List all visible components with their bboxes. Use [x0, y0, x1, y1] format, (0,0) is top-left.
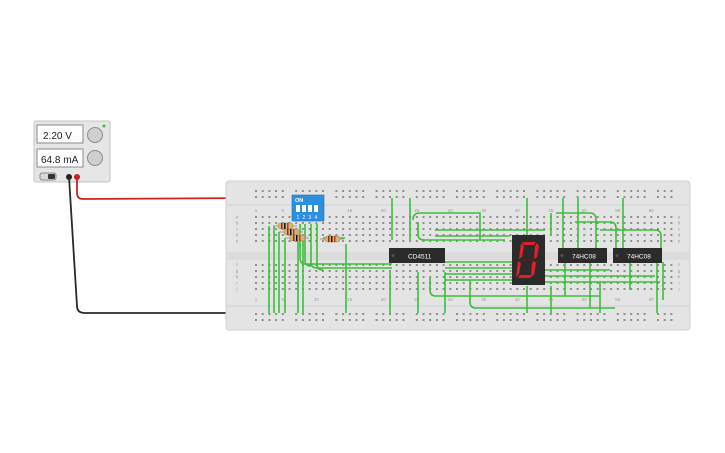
row-label: c — [678, 227, 681, 232]
row-label: i — [679, 281, 680, 286]
segments-digit — [516, 242, 539, 278]
column-label: 40 — [515, 208, 521, 213]
column-label: 1 — [255, 297, 258, 302]
resistor-4[interactable] — [320, 235, 344, 243]
dip-toggle-4[interactable] — [314, 205, 318, 212]
column-label: 10 — [314, 297, 320, 302]
column-label: 1 — [255, 208, 258, 213]
column-label: 55 — [615, 208, 621, 213]
column-label: 30 — [448, 297, 454, 302]
decimal-point-icon — [539, 276, 543, 280]
column-label: 50 — [582, 297, 588, 302]
voltage-knob[interactable] — [87, 127, 103, 143]
dip-toggle-1[interactable] — [296, 205, 300, 212]
column-label: 50 — [582, 208, 588, 213]
column-label: 40 — [515, 297, 521, 302]
column-label: 15 — [347, 297, 353, 302]
segment-a — [522, 242, 536, 245]
row-label: j — [678, 287, 680, 292]
row-label: f — [678, 263, 680, 268]
column-label: 60 — [649, 208, 655, 213]
dip-number-4: 4 — [315, 215, 318, 221]
segment-e — [516, 261, 521, 277]
segment-c — [531, 261, 536, 277]
segment-d — [518, 275, 532, 278]
dip-switch-on-label: ON — [295, 198, 303, 204]
row-label: a — [678, 215, 681, 220]
row-label: h — [678, 275, 681, 280]
row-label: e — [678, 239, 681, 244]
dip-number-1: 1 — [297, 215, 300, 221]
column-label: 20 — [381, 297, 387, 302]
column-label: 15 — [347, 208, 353, 213]
column-label: 5 — [282, 297, 285, 302]
chip-label-right-b: 74HC08 — [627, 254, 651, 261]
column-label: 35 — [481, 208, 487, 213]
dip-toggle-3[interactable] — [308, 205, 312, 212]
column-label: 20 — [381, 208, 387, 213]
current-readout: 64.8 mA — [41, 155, 79, 166]
segment-b — [534, 243, 539, 259]
column-label: 25 — [414, 208, 420, 213]
column-label: 60 — [649, 297, 655, 302]
jumper-wires[interactable] — [268, 198, 664, 313]
row-label: d — [678, 233, 681, 238]
dip-switch[interactable]: ON 1 2 3 4 — [291, 194, 325, 222]
power-supply[interactable]: 2.20 V 64.8 mA — [33, 120, 111, 183]
row-label: a — [236, 215, 239, 220]
column-label: 35 — [481, 297, 487, 302]
row-label: c — [236, 227, 239, 232]
column-label: 45 — [548, 208, 554, 213]
column-label: 30 — [448, 208, 454, 213]
resistor-3[interactable] — [285, 234, 309, 242]
power-led-icon — [102, 124, 106, 128]
dip-toggle-2[interactable] — [302, 205, 306, 212]
dip-number-3: 3 — [309, 215, 312, 221]
row-label: h — [236, 275, 239, 280]
dip-number-2: 2 — [303, 215, 306, 221]
row-label: d — [236, 233, 239, 238]
row-label: f — [236, 263, 238, 268]
segment-f — [519, 243, 524, 259]
supply-wire-positive[interactable] — [76, 177, 259, 200]
column-label: 5 — [282, 208, 285, 213]
chip-cd4511[interactable]: CD4511 — [389, 248, 445, 263]
column-label: 55 — [615, 297, 621, 302]
column-label: 25 — [414, 297, 420, 302]
seven-segment-display[interactable] — [512, 235, 545, 285]
supply-wire-ground[interactable] — [68, 176, 258, 314]
current-knob[interactable] — [87, 150, 103, 166]
chip-74hc08-a[interactable]: 74HC08 — [558, 248, 607, 263]
voltage-readout: 2.20 V — [43, 131, 72, 142]
row-label: g — [236, 269, 239, 274]
row-label: b — [678, 221, 681, 226]
row-label: e — [236, 239, 239, 244]
row-label: i — [237, 281, 238, 286]
chip-74hc08-b[interactable]: 74HC08 — [613, 248, 662, 263]
chip-label-right-a: 74HC08 — [572, 254, 596, 261]
row-label: j — [236, 287, 238, 292]
row-label: b — [236, 221, 239, 226]
chip-label-left: CD4511 — [408, 254, 432, 261]
row-label: g — [678, 269, 681, 274]
